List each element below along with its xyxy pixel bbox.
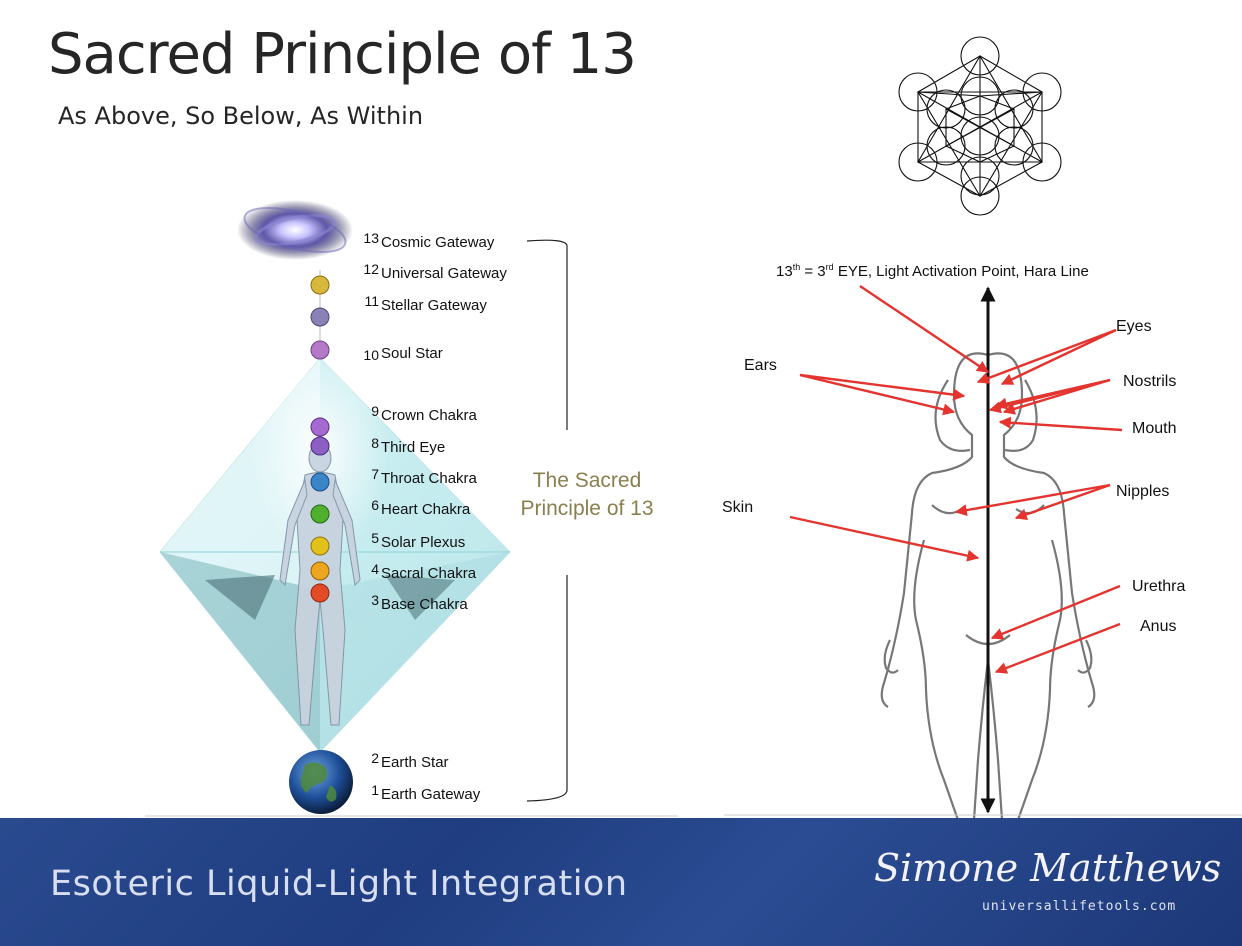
label-anus: Anus — [1140, 618, 1177, 635]
footer-banner: Esoteric Liquid-Light Integration Simone… — [0, 818, 1242, 946]
metatrons-cube-icon — [898, 36, 1062, 216]
page-title: Sacred Principle of 13 — [48, 22, 637, 87]
label-eyes: Eyes — [1116, 318, 1152, 335]
label-skin: Skin — [722, 499, 754, 516]
label-mouth: Mouth — [1132, 420, 1177, 437]
signature-logo: Simone Matthews — [874, 846, 1222, 890]
sacred-principle-line1: The Sacred — [532, 469, 642, 492]
label-ears: Ears — [744, 357, 777, 374]
body-diagram — [724, 285, 1242, 820]
hara-line-label: 13th = 3rd EYE, Light Activation Point, … — [776, 262, 1089, 280]
label-nipples: Nipples — [1116, 483, 1170, 500]
website-url: universallifetools.com — [982, 899, 1177, 914]
footer-title: Esoteric Liquid-Light Integration — [50, 864, 628, 904]
sacred-principle-line2: Principle of 13 — [520, 497, 654, 520]
label-nostrils: Nostrils — [1123, 373, 1177, 390]
chakra-orbs — [310, 275, 330, 603]
page-subtitle: As Above, So Below, As Within — [58, 102, 424, 130]
label-urethra: Urethra — [1132, 578, 1186, 595]
sacred-principle-label: The Sacred Principle of 13 — [497, 467, 677, 523]
chakra-illustration — [145, 200, 678, 817]
